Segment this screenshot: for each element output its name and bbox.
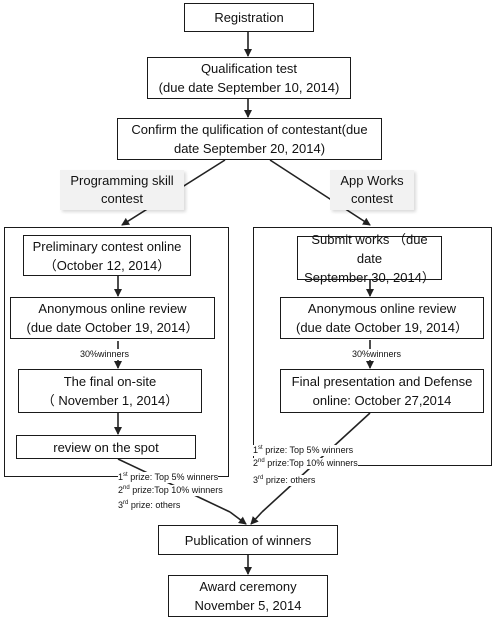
programming-contest-label: Programming skill contest — [60, 170, 184, 210]
preliminary-box: Preliminary contest online （October 12, … — [23, 235, 191, 276]
award-box: Award ceremony November 5, 2014 — [168, 575, 328, 617]
programming-contest-group — [4, 227, 229, 477]
submit-works-box: Submit works （due date September 30, 201… — [297, 232, 442, 285]
registration-box: Registration — [184, 3, 314, 32]
right-prize-2: 2nd prize:Top 10% winners — [253, 458, 358, 469]
qualification-box: Qualification test (due date September 1… — [147, 57, 351, 99]
final-presentation-box: Final presentation and Defense online: O… — [280, 369, 484, 413]
publication-box: Publication of winners — [158, 525, 338, 555]
review-right-box: Anonymous online review (due date Octobe… — [280, 297, 484, 339]
final-onsite-box: The final on-site （ November 1, 2014） — [18, 369, 202, 413]
review-left-box: Anonymous online review (due date Octobe… — [10, 297, 215, 339]
arrow-spot-publication — [229, 511, 247, 525]
left-prize-2: 2nd prize:Top 10% winners — [118, 485, 223, 496]
confirm-box: Confirm the qulification of contestant(d… — [117, 118, 382, 160]
right-prize-1: 1st prize: Top 5% winners — [253, 445, 354, 456]
arrow-confirm-right — [269, 159, 371, 226]
left-prize-1: 1st prize: Top 5% winners — [118, 472, 219, 483]
app-works-contest-group — [253, 227, 492, 466]
left-prize-3: 3rd prize: others — [118, 500, 181, 511]
app-contest-label: App Works contest — [330, 170, 414, 210]
review-spot-box: review on the spot — [16, 435, 196, 459]
arrow-right-publication-head — [250, 511, 263, 525]
winners-pct-left: 30%winners — [80, 349, 130, 360]
winners-pct-right: 30%winners — [352, 349, 402, 360]
right-prize-3: 3rd prize: others — [253, 475, 316, 486]
